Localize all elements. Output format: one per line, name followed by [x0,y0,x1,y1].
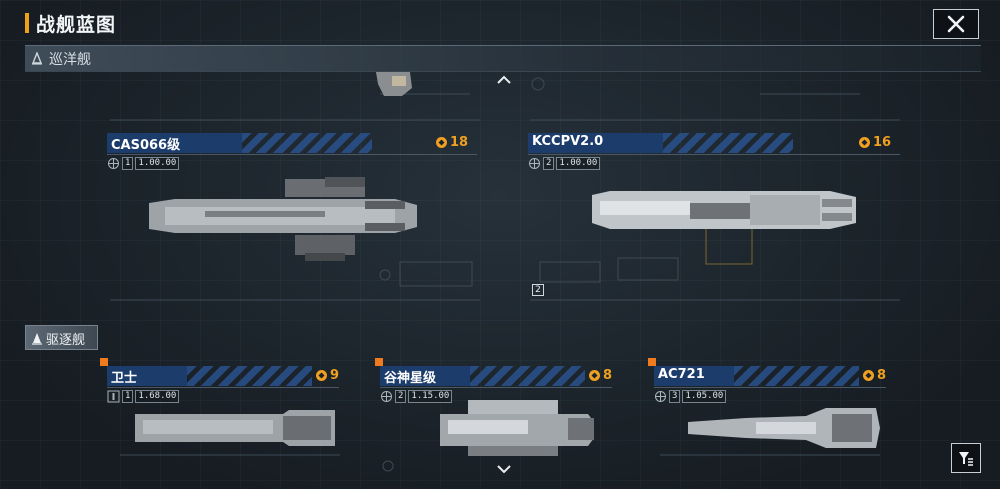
ship-name: AC721 [658,367,705,382]
blueprint-card-guardian[interactable]: 卫士 9 1 1.68.00 [107,366,339,466]
cost-display: 8 [588,368,612,383]
cost-value: 8 [877,368,887,383]
category-label: 巡洋舰 [49,52,91,68]
scroll-down-icon[interactable] [495,463,513,475]
cost-value: 9 [330,368,340,383]
new-badge [100,358,108,366]
resource-icon [589,370,600,381]
page-title: 战舰蓝图 [36,14,117,36]
stat-level: 1 [122,390,134,403]
ship-image [149,177,417,261]
variant-label: 2 [532,284,544,296]
filter-icon [959,452,973,466]
card-divider [654,387,886,388]
ship-class-icon [32,333,42,345]
cost-value: 18 [450,135,469,150]
close-button[interactable] [933,9,979,39]
title-accent [25,13,29,33]
filter-button[interactable] [951,443,981,473]
name-bar: 谷神星级 [380,366,470,386]
globe-icon [108,158,119,169]
blueprint-card-cas066[interactable]: CAS066级 18 1 1.00.00 [107,133,477,303]
name-bar-stripes [734,366,859,386]
ship-name: 卫士 [111,371,138,386]
category-bar-cruiser: 巡洋舰 [25,45,981,72]
ship-class-icon [107,390,120,403]
stat-row: 2 1.00.00 [528,157,601,170]
card-divider [380,387,612,388]
resource-icon [316,370,327,381]
stat-value: 1.15.00 [408,390,453,403]
name-bar-stripes [470,366,585,386]
resource-icon [436,137,447,148]
ship-name: CAS066级 [111,138,181,153]
category-label: 驱逐舰 [46,333,86,348]
stat-value: 1.00.00 [135,157,180,170]
cost-display: 18 [435,135,468,150]
ship-image [688,408,880,448]
name-bar-stripes [187,366,312,386]
stat-value: 1.68.00 [135,390,180,403]
blueprint-card-ac721[interactable]: AC721 8 3 1.05.00 [654,366,886,466]
name-bar-stripes [242,133,372,153]
new-badge [648,358,656,366]
blueprint-card-ceres[interactable]: 谷神星级 8 2 1.15.00 [380,366,612,466]
ship-image [135,410,335,446]
card-divider [528,154,900,155]
ship-image-partial [376,72,412,96]
card-divider [107,387,339,388]
resource-icon [859,137,870,148]
stat-row: 1 1.68.00 [107,390,180,403]
cost-display: 9 [315,368,339,383]
ship-name: KCCPV2.0 [532,134,604,149]
ship-class-icon [31,52,43,65]
cost-display: 16 [858,135,891,150]
blueprint-card-kccpv2[interactable]: KCCPV2.0 16 2 1.00.00 [528,133,900,303]
stat-level: 2 [543,157,555,170]
stat-value: 1.00.00 [556,157,601,170]
card-divider [107,154,477,155]
ship-name: 谷神星级 [384,371,437,386]
ship-image [592,191,856,229]
globe-icon [529,158,540,169]
stat-row: 2 1.15.00 [380,390,453,403]
scroll-up-icon[interactable] [495,74,513,86]
stat-value: 1.05.00 [682,390,727,403]
cost-value: 16 [873,135,892,150]
resource-icon [863,370,874,381]
name-bar: 卫士 [107,366,187,386]
name-bar-stripes [663,133,793,153]
cost-display: 8 [862,368,886,383]
stat-level: 1 [122,157,134,170]
name-bar: CAS066级 [107,133,242,153]
stat-level: 3 [669,390,681,403]
name-bar: KCCPV2.0 [528,133,663,153]
name-bar: AC721 [654,366,734,386]
category-tag-destroyer: 驱逐舰 [25,325,98,350]
new-badge [375,358,383,366]
cost-value: 8 [603,368,613,383]
globe-icon [655,391,666,402]
ship-image [440,400,594,456]
stat-row: 1 1.00.00 [107,157,180,170]
stat-row: 3 1.05.00 [654,390,727,403]
stat-level: 2 [395,390,407,403]
globe-icon [381,391,392,402]
close-icon [947,15,965,33]
